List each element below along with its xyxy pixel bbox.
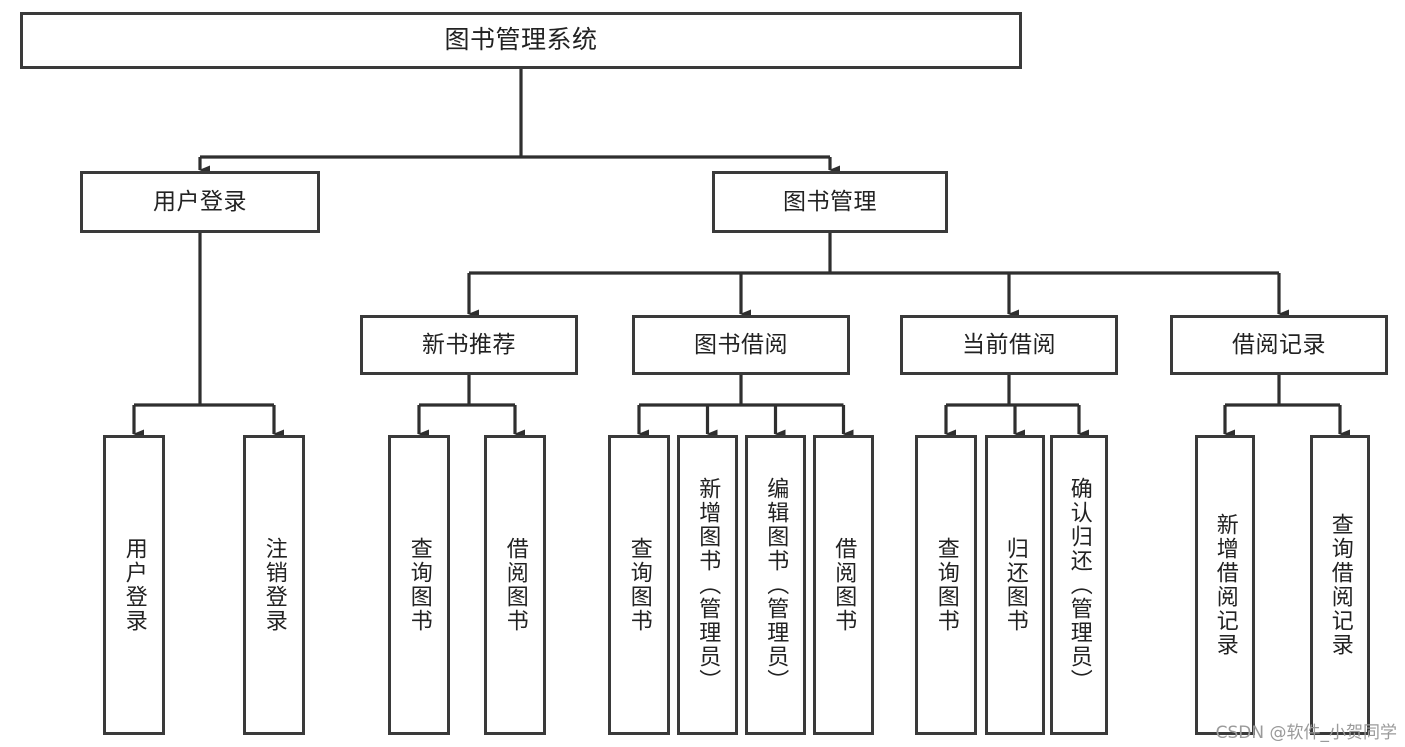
- node-label: 图书借阅: [694, 331, 788, 358]
- leaf-node-confirm-return-admin[interactable]: 确认归还（管理员）: [1050, 435, 1108, 735]
- leaf-node-borrow-books-recommendation[interactable]: 借阅图书: [484, 435, 546, 735]
- node-label: 借阅图书: [831, 537, 857, 633]
- leaf-node-query-books-recommendation[interactable]: 查询图书: [388, 435, 450, 735]
- leaf-node-query-borrow-record[interactable]: 查询借阅记录: [1310, 435, 1370, 735]
- node-label: 新增借阅记录: [1212, 513, 1238, 657]
- node-label: 查询图书: [933, 537, 959, 633]
- node-label: 用户登录: [153, 188, 247, 215]
- node-label: 注销登录: [261, 537, 287, 633]
- node-new-book-recommendation[interactable]: 新书推荐: [360, 315, 578, 375]
- node-label: 新书推荐: [422, 331, 516, 358]
- node-user-login[interactable]: 用户登录: [80, 171, 320, 233]
- node-root-book-management-system[interactable]: 图书管理系统: [20, 12, 1022, 69]
- node-label: 借阅图书: [502, 537, 528, 633]
- node-label: 图书管理系统: [444, 25, 598, 55]
- node-label: 确认归还（管理员）: [1066, 477, 1092, 693]
- leaf-node-add-book-admin[interactable]: 新增图书（管理员）: [677, 435, 738, 735]
- leaf-node-borrow-book[interactable]: 借阅图书: [813, 435, 874, 735]
- leaf-node-return-book[interactable]: 归还图书: [985, 435, 1045, 735]
- node-label: 图书管理: [783, 188, 877, 215]
- node-label: 编辑图书（管理员）: [763, 477, 789, 693]
- node-label: 查询图书: [626, 537, 652, 633]
- node-book-borrowing[interactable]: 图书借阅: [632, 315, 850, 375]
- watermark-text: CSDN @软件_小贺同学: [1215, 723, 1397, 743]
- leaf-node-edit-book-admin[interactable]: 编辑图书（管理员）: [745, 435, 806, 735]
- leaf-node-query-books-current[interactable]: 查询图书: [915, 435, 977, 735]
- leaf-node-user-login[interactable]: 用户登录: [103, 435, 165, 735]
- node-label: 查询借阅记录: [1327, 513, 1353, 657]
- node-label: 新增图书（管理员）: [695, 477, 721, 693]
- leaf-node-query-books-borrowing[interactable]: 查询图书: [608, 435, 670, 735]
- node-label: 查询图书: [406, 537, 432, 633]
- node-label: 用户登录: [121, 537, 147, 633]
- node-label: 归还图书: [1002, 537, 1028, 633]
- node-book-management[interactable]: 图书管理: [712, 171, 948, 233]
- node-current-borrowing[interactable]: 当前借阅: [900, 315, 1118, 375]
- leaf-node-add-borrow-record[interactable]: 新增借阅记录: [1195, 435, 1255, 735]
- leaf-node-user-logout[interactable]: 注销登录: [243, 435, 305, 735]
- node-label: 借阅记录: [1232, 331, 1326, 358]
- node-label: 当前借阅: [962, 331, 1056, 358]
- node-borrowing-records[interactable]: 借阅记录: [1170, 315, 1388, 375]
